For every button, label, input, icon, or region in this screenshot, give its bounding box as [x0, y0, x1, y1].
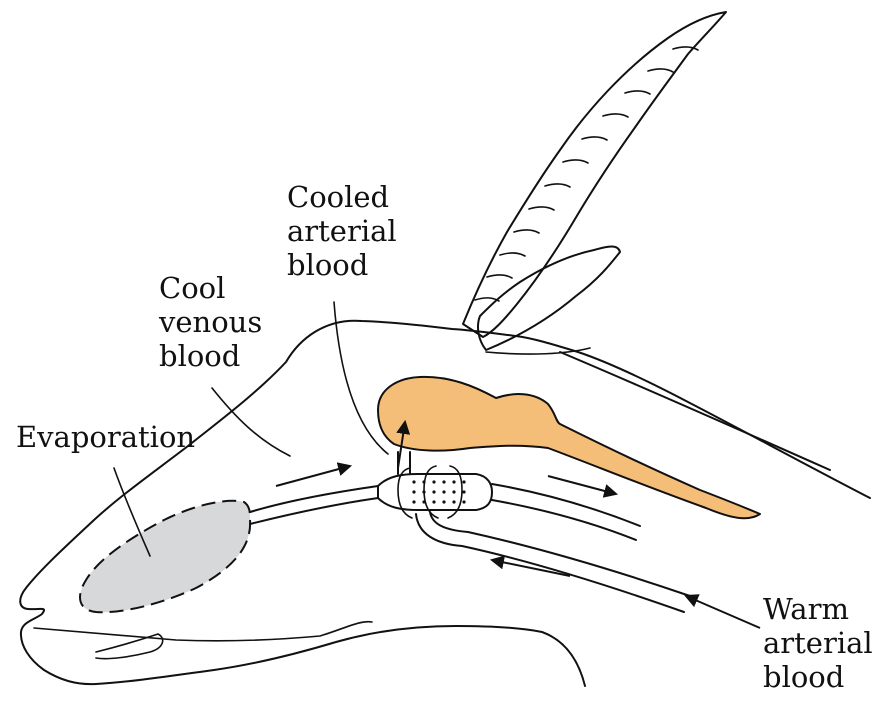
- warm-arterial-arrow: [686, 596, 760, 628]
- label-line: arterial: [287, 214, 397, 248]
- cool-venous-blood-label: Cool venous blood: [159, 271, 262, 374]
- cool-venous-leader: [212, 388, 290, 456]
- label-line: blood: [159, 339, 262, 373]
- brain: [378, 377, 760, 518]
- horn-outline: [463, 12, 726, 337]
- warm-arterial-blood-label: Warm arterial blood: [763, 592, 873, 695]
- label-line: blood: [287, 248, 397, 282]
- label-line: Cooled: [287, 180, 397, 214]
- head-outline: [20, 321, 870, 686]
- flow-right-arrow: [548, 476, 616, 494]
- evaporation-label: Evaporation: [16, 420, 195, 454]
- nasal-vein: [250, 486, 378, 512]
- rete-dots: [412, 480, 465, 503]
- cooled-arterial-leader: [334, 302, 388, 454]
- label-line: Evaporation: [16, 420, 195, 454]
- vessel-lower: [430, 512, 690, 596]
- nasal-evaporation-area: [80, 501, 250, 612]
- ear-inner-line: [486, 348, 590, 354]
- label-line: blood: [763, 660, 873, 694]
- label-line: Cool: [159, 271, 262, 305]
- nasal-vein-lower: [250, 498, 378, 524]
- jaw-line: [34, 622, 372, 641]
- label-line: Warm: [763, 592, 873, 626]
- cool-venous-arrow: [276, 466, 350, 486]
- vessel-upper-2: [492, 500, 636, 540]
- cooled-arterial-blood-label: Cooled arterial blood: [287, 180, 397, 283]
- label-line: venous: [159, 305, 262, 339]
- label-line: arterial: [763, 626, 873, 660]
- vessel-lower-2: [416, 514, 684, 612]
